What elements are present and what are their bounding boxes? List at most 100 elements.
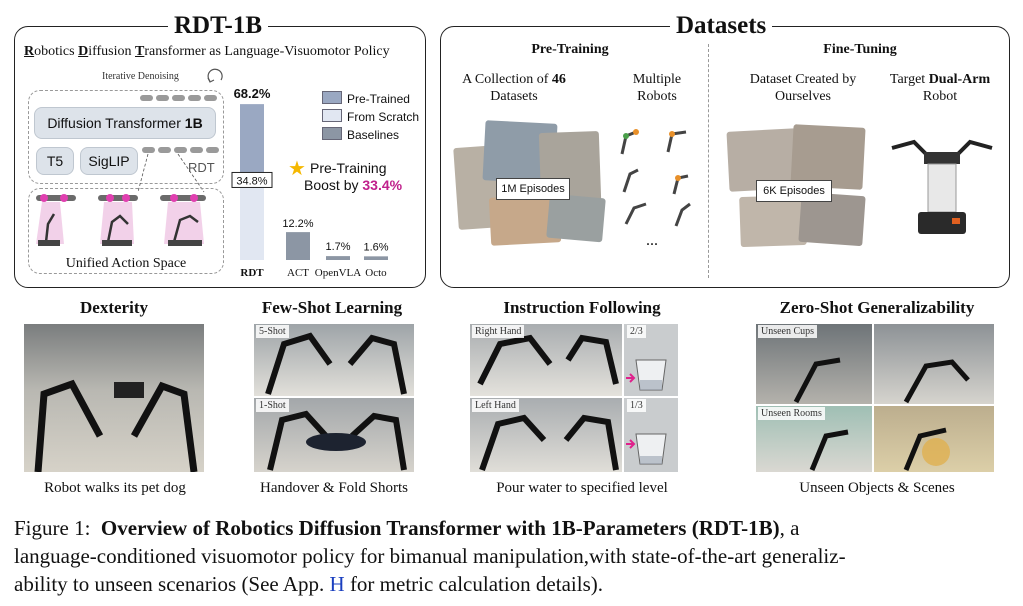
multiple-robots-label: Multiple Robots — [632, 72, 682, 104]
star-icon: ★ — [288, 158, 306, 180]
episodes-1m-badge: 1M Episodes — [496, 178, 570, 200]
transformer-label: Diffusion Transformer 1B — [47, 115, 203, 131]
collection-label: A Collection of 46 Datasets — [462, 72, 566, 104]
zero-shot-caption: Unseen Objects & Scenes — [799, 480, 955, 496]
episodes-1m-label: 1M Episodes — [501, 183, 565, 195]
legend-swatch-baselines — [322, 127, 342, 140]
diffusion-transformer-block: Diffusion Transformer 1B — [34, 107, 216, 139]
iterative-denoising-label: Iterative Denoising — [102, 71, 179, 82]
tag-left-hand: Left Hand — [472, 399, 519, 412]
legend-pretrained: Pre-Trained — [322, 91, 410, 106]
dual-arm-robot-illustration — [891, 139, 993, 234]
output-token — [188, 95, 201, 101]
dexterity-title: Dexterity — [80, 298, 148, 317]
finetune-photo — [739, 194, 807, 248]
legend-baselines-label: Baselines — [347, 128, 400, 142]
input-token — [206, 147, 219, 153]
legend-baselines: Baselines — [322, 127, 399, 142]
input-token — [158, 147, 171, 153]
output-token — [204, 95, 217, 101]
pretraining-heading: Pre-Training — [531, 42, 609, 57]
pretrain-boost: Pre-Training Boost by 33.4% — [304, 160, 402, 194]
siglip-encoder: SigLIP — [80, 147, 138, 175]
output-token — [140, 95, 153, 101]
boost-line1: Pre-Training — [310, 160, 387, 176]
caption-line-3b: for metric calculation details). — [344, 572, 603, 596]
legend-scratch-label: From Scratch — [347, 110, 420, 124]
finetuning-heading: Fine-Tuning — [823, 42, 897, 57]
figure-label: Figure 1: — [14, 516, 91, 540]
tag-1-shot: 1-Shot — [256, 399, 289, 412]
input-token — [142, 147, 155, 153]
label-rdt-pretrained: 68.2% — [234, 86, 271, 101]
boost-prefix: Boost by — [304, 177, 359, 193]
legend-swatch-pretrained — [322, 91, 342, 104]
label-rdt-scratch: 34.8% — [236, 175, 267, 187]
label-rdt-scratch-box — [231, 171, 273, 188]
loop-arrow-icon — [207, 68, 223, 83]
few-shot-title: Few-Shot Learning — [261, 298, 403, 317]
boost-value: 33.4% — [362, 177, 403, 193]
input-token — [174, 147, 187, 153]
mapping-lines — [137, 153, 205, 193]
category-label-rdt: RDT — [240, 267, 264, 279]
output-token — [172, 95, 185, 101]
tag-5-shot: 5-Shot — [256, 325, 289, 338]
dataset-photo — [546, 193, 606, 243]
few-shot-caption: Handover & Fold Shorts — [260, 480, 408, 496]
target-label: Target Dual-Arm Robot — [889, 72, 991, 104]
caption-rest: , a — [779, 516, 800, 540]
caption-bold: Overview of Robotics Diffusion Transform… — [100, 516, 780, 540]
episodes-6k-badge: 6K Episodes — [756, 180, 832, 202]
rdt-architecture-frame — [28, 90, 224, 184]
t5-encoder: T5 — [36, 147, 74, 175]
boost-line2: Boost by 33.4% — [304, 177, 402, 194]
few-shot-robot-sketch — [265, 332, 407, 471]
subtitle-text: Robotics Diffusion Transformer as Langua… — [24, 44, 390, 59]
bar-rdt-scratch — [240, 180, 264, 260]
zero-shot-title: Zero-Shot Generalizability — [779, 298, 975, 317]
tag-2-3: 2/3 — [627, 325, 646, 338]
tag-unseen-rooms: Unseen Rooms — [758, 407, 825, 420]
category-label-openvla: OpenVLA — [315, 267, 361, 279]
appendix-link[interactable]: H — [329, 572, 345, 596]
success-rate-chart: 68.2% 34.8% 12.2% 1.7% 1.6% RDT ACT OpenVLA Octo — [231, 86, 389, 279]
caption-line-1: Figure 1: Overview of Robotics Diffusion… — [14, 514, 1014, 542]
action-space-label: Unified Action Space — [65, 256, 187, 271]
more-robots-ellipsis: ... — [646, 232, 658, 249]
instruction-title: Instruction Following — [503, 298, 661, 317]
tag-unseen-cups: Unseen Cups — [758, 325, 818, 338]
zero-shot-robot-sketch — [793, 357, 970, 471]
dexterity-robot-sketch — [34, 379, 198, 472]
bar-openvla — [326, 256, 350, 260]
rdt-tag: RDT — [188, 160, 215, 175]
category-label-octo: Octo — [365, 267, 387, 279]
panel-divider — [708, 44, 709, 278]
caption-line-2: language-conditioned visuomotor policy f… — [14, 544, 846, 568]
action-space-frame — [28, 188, 224, 274]
output-token — [156, 95, 169, 101]
caption-line-3: ability to unseen scenarios (See App. H … — [14, 570, 1014, 598]
rdt-title: RDT-1B — [168, 12, 268, 40]
legend-scratch: From Scratch — [322, 109, 419, 124]
label-octo: 1.6% — [363, 241, 388, 253]
instruction-caption: Pour water to specified level — [496, 480, 668, 496]
category-label-act: ACT — [287, 267, 309, 279]
datasets-title: Datasets — [670, 12, 773, 40]
figure-caption: Figure 1: Overview of Robotics Diffusion… — [14, 514, 1014, 598]
instruction-robot-sketch — [477, 334, 667, 471]
dexterity-caption: Robot walks its pet dog — [44, 480, 186, 496]
rdt-subtitle: Robotics Diffusion Transformer as Langua… — [24, 44, 390, 60]
input-token — [190, 147, 203, 153]
legend-swatch-scratch — [322, 109, 342, 122]
created-label: Dataset Created by Ourselves — [749, 72, 857, 104]
bar-act — [286, 232, 310, 260]
label-openvla: 1.7% — [325, 241, 350, 253]
label-act: 12.2% — [282, 218, 313, 230]
tag-1-3: 1/3 — [627, 399, 646, 412]
tag-right-hand: Right Hand — [472, 325, 525, 338]
episodes-6k-label: 6K Episodes — [763, 185, 825, 197]
siglip-label: SigLIP — [88, 153, 130, 169]
t5-label: T5 — [46, 153, 64, 169]
bar-octo — [364, 256, 388, 260]
